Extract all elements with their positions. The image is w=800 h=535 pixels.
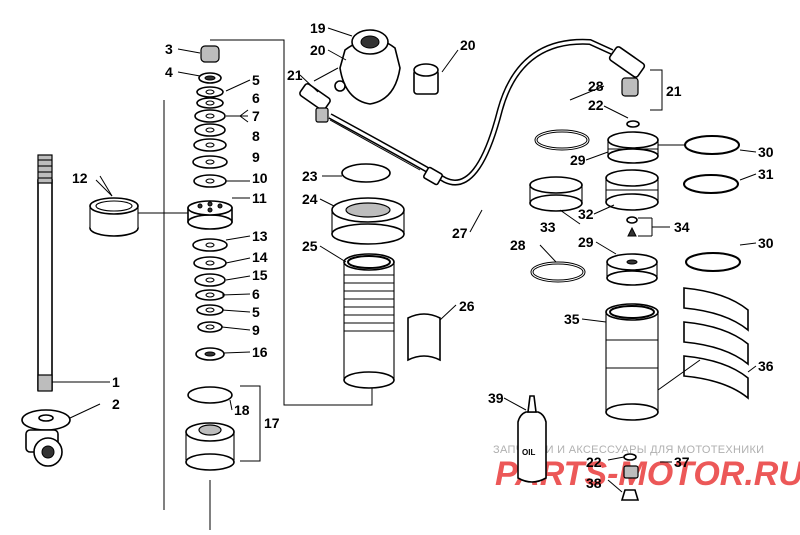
- callout-6: 6: [252, 90, 260, 106]
- part-hose-fitting-left: [299, 83, 331, 123]
- callout-30-upper: 30: [758, 144, 774, 160]
- part-hose-fitting-right: [608, 46, 646, 97]
- callout-5: 5: [252, 72, 260, 88]
- part-bumper-ring: [89, 197, 139, 237]
- assembly-leader: [210, 39, 373, 406]
- part-shaft: [37, 154, 53, 392]
- callout-23: 23: [302, 168, 318, 184]
- callout-30-lower: 30: [758, 235, 774, 251]
- part-24-collar: [331, 197, 405, 245]
- callout-labels: 3 4 5 6 7 8 9 10 11 12 13 14 15 6 5 9 16…: [72, 20, 774, 491]
- callout-20: 20: [460, 37, 476, 53]
- part-shaft-eye: [21, 409, 71, 467]
- callout-4: 4: [165, 64, 173, 80]
- washer-stack-lower: [192, 238, 228, 361]
- callout-3: 3: [165, 41, 173, 57]
- hose-end-fitting: [423, 166, 443, 186]
- washer-stack-upper: [192, 45, 228, 188]
- callout-10: 10: [252, 170, 268, 186]
- callout-26: 26: [459, 298, 475, 314]
- callout-21: 21: [287, 67, 303, 83]
- callout-18: 18: [234, 402, 250, 418]
- callout-15: 15: [252, 267, 268, 283]
- callout-22: 20: [310, 42, 326, 58]
- callout-22-right: 22: [588, 97, 604, 113]
- part-28-snap-ring-upper: [534, 129, 590, 151]
- part-32-piston: [605, 169, 659, 211]
- leader-lines: [52, 27, 757, 493]
- part-piston: [187, 200, 233, 230]
- callout-2: 2: [112, 396, 120, 412]
- callout-8: 8: [252, 128, 260, 144]
- callout-7: 7: [252, 108, 260, 124]
- part-33-sleeve: [529, 176, 583, 212]
- callout-37: 37: [674, 454, 690, 470]
- part-22-oring-right: [626, 120, 640, 128]
- callout-29-lower: 29: [578, 234, 594, 250]
- callout-5b: 5: [252, 304, 260, 320]
- callout-33: 33: [540, 219, 556, 235]
- callout-28-lower: 28: [510, 237, 526, 253]
- callout-6b: 6: [252, 286, 260, 302]
- part-34-valve: [626, 216, 638, 237]
- callout-13: 13: [252, 228, 268, 244]
- callout-36: 36: [758, 358, 774, 374]
- callout-17: 17: [264, 415, 280, 431]
- part-37-38-valve: [620, 453, 640, 501]
- callout-28-upper: 28: [588, 78, 604, 94]
- part-23-oring: [341, 163, 391, 183]
- part-20-bushing: [413, 63, 439, 95]
- callout-14: 14: [252, 249, 268, 265]
- callout-16: 16: [252, 344, 268, 360]
- callout-29-upper: 29: [570, 152, 586, 168]
- callout-19: 19: [310, 20, 326, 36]
- part-39-oil-bottle: OIL: [517, 395, 547, 483]
- callout-11: 11: [252, 190, 267, 206]
- callout-21-right: 21: [666, 83, 682, 99]
- part-29-cap-upper: [607, 131, 659, 164]
- part-29-cap-lower: [606, 253, 658, 286]
- callout-27: 27: [452, 225, 468, 241]
- part-seal-head: [185, 386, 235, 471]
- part-reservoir-head: [334, 29, 401, 105]
- callout-22-bottom: 22: [586, 454, 602, 470]
- callout-12: 12: [72, 170, 88, 186]
- callout-38: 38: [586, 475, 602, 491]
- watermark-tagline: ЗАПЧАСТИ И АКСЕССУАРЫ ДЛЯ МОТОТЕХНИКИ: [493, 444, 764, 456]
- callout-39: 39: [488, 390, 504, 406]
- callout-25: 25: [302, 238, 318, 254]
- callout-31: 31: [758, 166, 774, 182]
- part-36-decals: [683, 287, 749, 400]
- callout-1: 1: [112, 374, 120, 390]
- part-35-reservoir: [605, 303, 659, 421]
- callout-9: 9: [252, 149, 260, 165]
- bottle-label: OIL: [522, 448, 535, 457]
- callout-24: 24: [302, 191, 318, 207]
- callout-35: 35: [564, 311, 580, 327]
- callout-34: 34: [674, 219, 690, 235]
- callout-9b: 9: [252, 322, 260, 338]
- part-30-ring-lower: [685, 252, 741, 272]
- part-28-snap-ring-lower: [530, 261, 586, 283]
- callout-32: 32: [578, 206, 594, 222]
- part-25-shock-body: [343, 253, 395, 389]
- part-26-guard: [407, 313, 441, 362]
- part-31-ring: [683, 174, 739, 194]
- part-30-ring-upper: [684, 135, 740, 155]
